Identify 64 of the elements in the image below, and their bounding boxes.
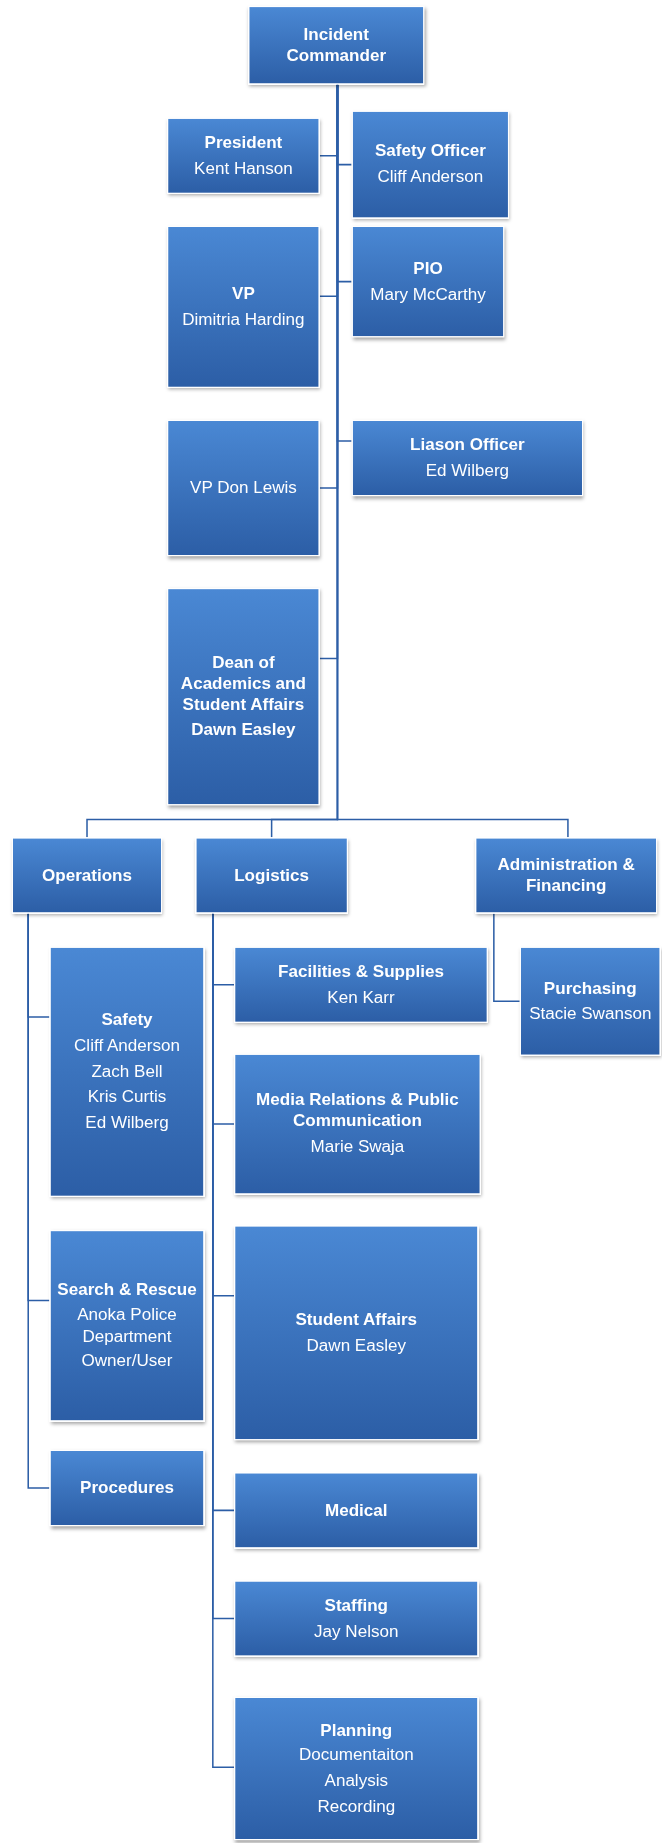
role-title: Safety Officer	[374, 141, 486, 163]
role-title: Medical	[325, 1499, 388, 1521]
role-title: Media Relations & Public Communication	[255, 1090, 460, 1133]
org-box	[248, 5, 425, 85]
org-box	[234, 1225, 479, 1441]
org-box	[166, 117, 320, 194]
org-box	[234, 1696, 479, 1841]
person-name: Anoka Police Department	[76, 1304, 178, 1347]
role-title: Procedures	[80, 1477, 174, 1499]
org-box	[195, 837, 349, 914]
org-box	[351, 225, 505, 338]
role-title: Liason Officer	[410, 434, 525, 456]
person-name: Kris Curtis	[87, 1086, 167, 1108]
org-box	[49, 1449, 205, 1527]
org-box	[234, 1472, 479, 1549]
connector-line	[27, 912, 51, 1489]
person-name: Ed Wilberg	[425, 460, 510, 482]
role-title: VP	[232, 283, 255, 305]
role-title: Student Affairs	[295, 1309, 418, 1331]
person-name: Stacie Swanson	[529, 1003, 652, 1025]
person-name: Marie Swaja	[310, 1136, 405, 1158]
person-name: Kent Hanson	[194, 158, 293, 179]
person-name: Dimitria Harding	[182, 309, 305, 331]
role-title: Safety	[101, 1010, 153, 1032]
org-box	[49, 1229, 205, 1422]
org-box	[519, 946, 661, 1056]
person-name: Cliff Anderson	[74, 1035, 180, 1057]
person-name: Zach Bell	[91, 1061, 163, 1083]
role-title: Logistics	[234, 865, 310, 886]
person-name: Recording	[317, 1796, 396, 1818]
org-box	[351, 110, 510, 219]
role-title: Dean of Academics and Student Affairs	[179, 652, 307, 716]
org-box	[11, 837, 163, 914]
connector-line	[493, 912, 521, 1002]
org-box	[234, 1053, 481, 1195]
person-name: Dawn Easley	[306, 1335, 407, 1356]
role-title: Facilities & Supplies	[278, 961, 444, 983]
role-title: Search & Rescue	[57, 1279, 197, 1301]
role-title: Purchasing	[543, 978, 637, 999]
org-box	[475, 837, 658, 914]
person-name: Ed Wilberg	[85, 1112, 169, 1134]
person-name: Ken Karr	[327, 987, 395, 1008]
org-box	[166, 225, 320, 389]
org-box	[351, 419, 584, 497]
org-box	[234, 1580, 479, 1657]
person-name: Documentaiton	[298, 1745, 414, 1767]
role-title: PIO	[413, 258, 443, 280]
person-name: Cliff Anderson	[377, 166, 484, 188]
role-title: Dawn Easley	[191, 719, 296, 741]
role-title: Operations	[42, 865, 132, 886]
person-name: Mary McCarthy	[370, 283, 486, 305]
role-title: Administration & Financing	[496, 854, 636, 897]
person-name: VP Don Lewis	[190, 477, 297, 499]
org-box	[49, 946, 205, 1197]
person-name: Analysis	[324, 1770, 389, 1792]
org-box	[234, 946, 488, 1023]
person-name: Owner/User	[81, 1351, 173, 1373]
org-box	[166, 419, 320, 557]
role-title: President	[204, 132, 283, 154]
role-title: Staffing	[324, 1595, 388, 1617]
person-name: Jay Nelson	[314, 1620, 399, 1642]
org-box	[166, 587, 320, 806]
role-title: Planning	[320, 1719, 393, 1741]
role-title: Incident Commander	[285, 24, 387, 67]
